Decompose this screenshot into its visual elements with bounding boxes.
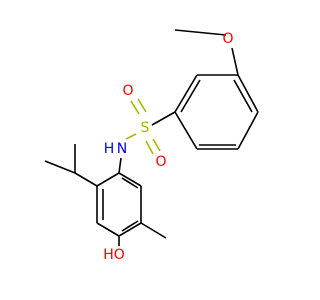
sulfur-oxygen-top-bond-2: [137, 98, 147, 113]
aryl-methyl-bond: [140, 222, 167, 239]
sulfur-nitrogen-bond: [125, 133, 137, 140]
isopropyl-methyl-left-bond: [44, 160, 76, 174]
methoxyphenyl-ring: [174, 74, 259, 150]
ring-sulfur-bond: [151, 111, 176, 126]
hydroxyphenyl-ring: [96, 172, 142, 237]
sulfur-label: S: [141, 120, 150, 136]
amine-hydrogen-label: H: [104, 141, 115, 157]
sulfur-oxygen-bottom-bond-2: [145, 140, 154, 155]
nitrogen-ring-bond: [118, 157, 122, 174]
sulfur-oxygen-top-bond-1: [130, 100, 140, 115]
sulfonyl-oxygen-bottom-label: O: [155, 154, 166, 170]
hydroxyl-label: HO: [103, 247, 125, 263]
isopropyl-ring-bond: [74, 172, 98, 187]
molecule-structure: O S O O N H HO: [44, 29, 259, 263]
sulfonyl-oxygen-top-label: O: [122, 83, 133, 99]
methoxy-ring-bond: [231, 47, 239, 76]
sulfur-oxygen-bottom-bond-1: [152, 138, 161, 152]
amine-label: N: [117, 141, 127, 157]
methoxy-oxygen-label: O: [222, 31, 233, 47]
methyl-bond: [174, 29, 227, 36]
